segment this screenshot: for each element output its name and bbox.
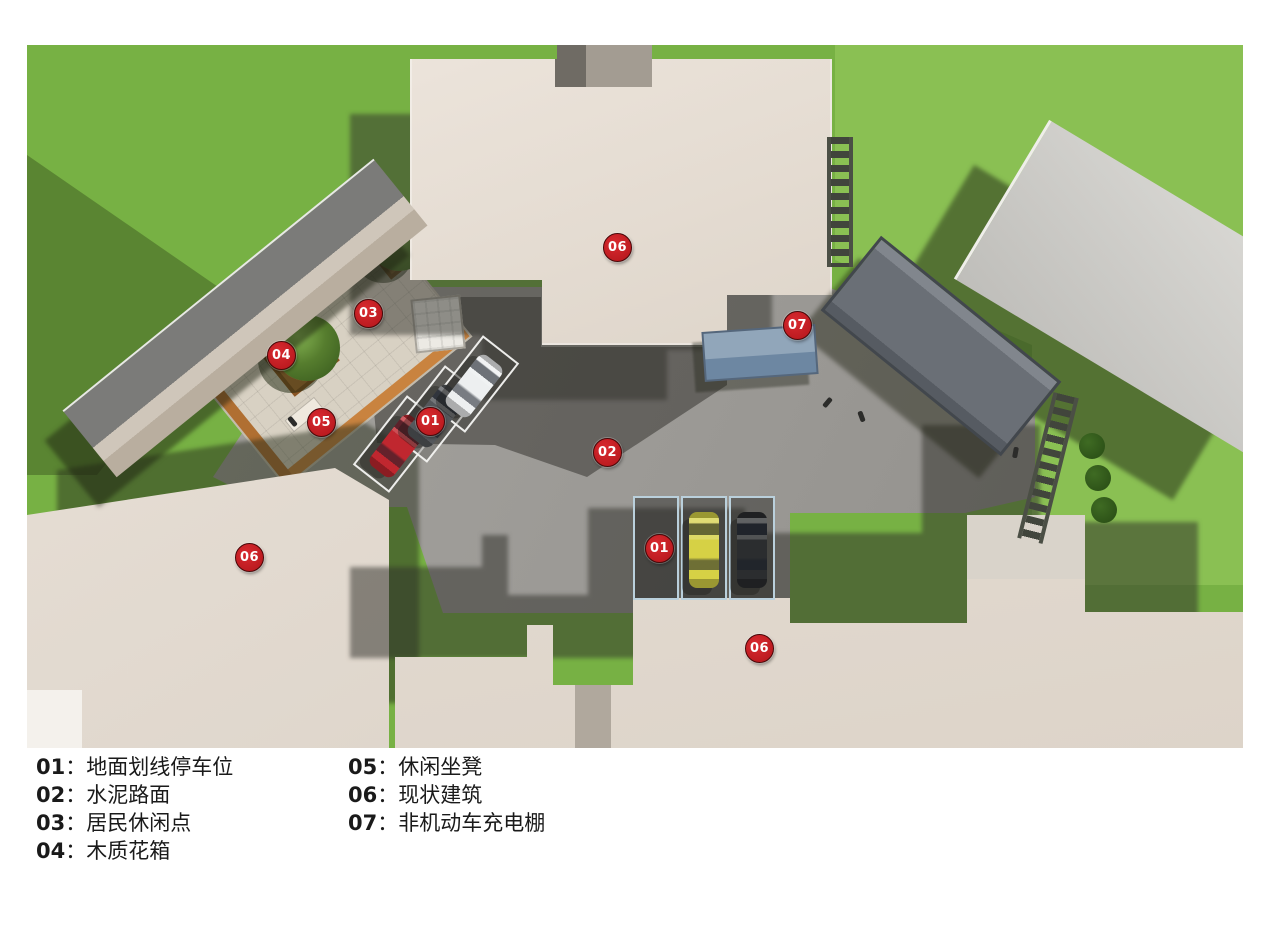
legend-separator: ： (65, 755, 87, 779)
legend-item: 03：居民休闲点 (36, 809, 348, 837)
legend-item: 05：休闲坐凳 (348, 753, 545, 781)
legend-item-number: 07 (348, 811, 378, 835)
legend-item-label: 休闲坐凳 (398, 755, 483, 779)
legend-separator: ： (65, 811, 87, 835)
fence (827, 137, 853, 267)
legend-separator: ： (65, 839, 87, 863)
legend-item-number: 06 (348, 783, 378, 807)
legend-item-label: 地面划线停车位 (86, 755, 234, 779)
legend: 01：地面划线停车位 02：水泥路面 03：居民休闲点 04：木质花箱 05：休… (36, 753, 545, 865)
building-west (27, 468, 389, 748)
legend-item: 06：现状建筑 (348, 781, 545, 809)
badge-07: 07 (783, 311, 812, 340)
legend-separator: ： (377, 783, 399, 807)
hedge (1085, 465, 1111, 491)
badge-06-west: 06 (235, 543, 264, 572)
badge-06-south: 06 (745, 634, 774, 663)
legend-separator: ： (377, 755, 399, 779)
badge-layer: 06 03 07 04 05 01 02 01 06 06 (27, 45, 1243, 748)
badge-01-west: 01 (416, 407, 445, 436)
badge-05: 05 (307, 408, 336, 437)
badge-02: 02 (593, 438, 622, 467)
building-inset (575, 683, 611, 748)
aerial-render: 06 03 07 04 05 01 02 01 06 06 (27, 45, 1243, 748)
badge-04: 04 (267, 341, 296, 370)
legend-item-number: 05 (348, 755, 378, 779)
legend-item: 07：非机动车充电棚 (348, 809, 545, 837)
car-yellow (689, 512, 719, 588)
legend-item: 02：水泥路面 (36, 781, 348, 809)
badge-03: 03 (354, 299, 383, 328)
building-north-wrap (410, 45, 832, 345)
building-corner (27, 690, 82, 748)
legend-column-1: 01：地面划线停车位 02：水泥路面 03：居民休闲点 04：木质花箱 (36, 753, 348, 865)
legend-item-number: 04 (36, 839, 66, 863)
legend-item-label: 水泥路面 (86, 783, 171, 807)
building-west-wrap (27, 45, 1243, 748)
legend-column-2: 05：休闲坐凳 06：现状建筑 07：非机动车充电棚 (348, 753, 545, 865)
legend-item-number: 03 (36, 811, 66, 835)
legend-item-label: 现状建筑 (398, 783, 483, 807)
legend-item-label: 居民休闲点 (86, 811, 192, 835)
legend-item-label: 非机动车充电棚 (398, 811, 546, 835)
legend-separator: ： (377, 811, 399, 835)
legend-item: 01：地面划线停车位 (36, 753, 348, 781)
legend-item-number: 01 (36, 755, 66, 779)
badge-06-north: 06 (603, 233, 632, 262)
hedge (1091, 497, 1117, 523)
badge-01-south: 01 (645, 534, 674, 563)
hedge (1079, 433, 1105, 459)
legend-item-label: 木质花箱 (86, 839, 171, 863)
roof-notch (555, 45, 652, 87)
legend-item-number: 02 (36, 783, 66, 807)
legend-separator: ： (65, 783, 87, 807)
car-black (737, 512, 767, 588)
legend-item: 04：木质花箱 (36, 837, 348, 865)
building-south-wrap (27, 45, 1243, 748)
